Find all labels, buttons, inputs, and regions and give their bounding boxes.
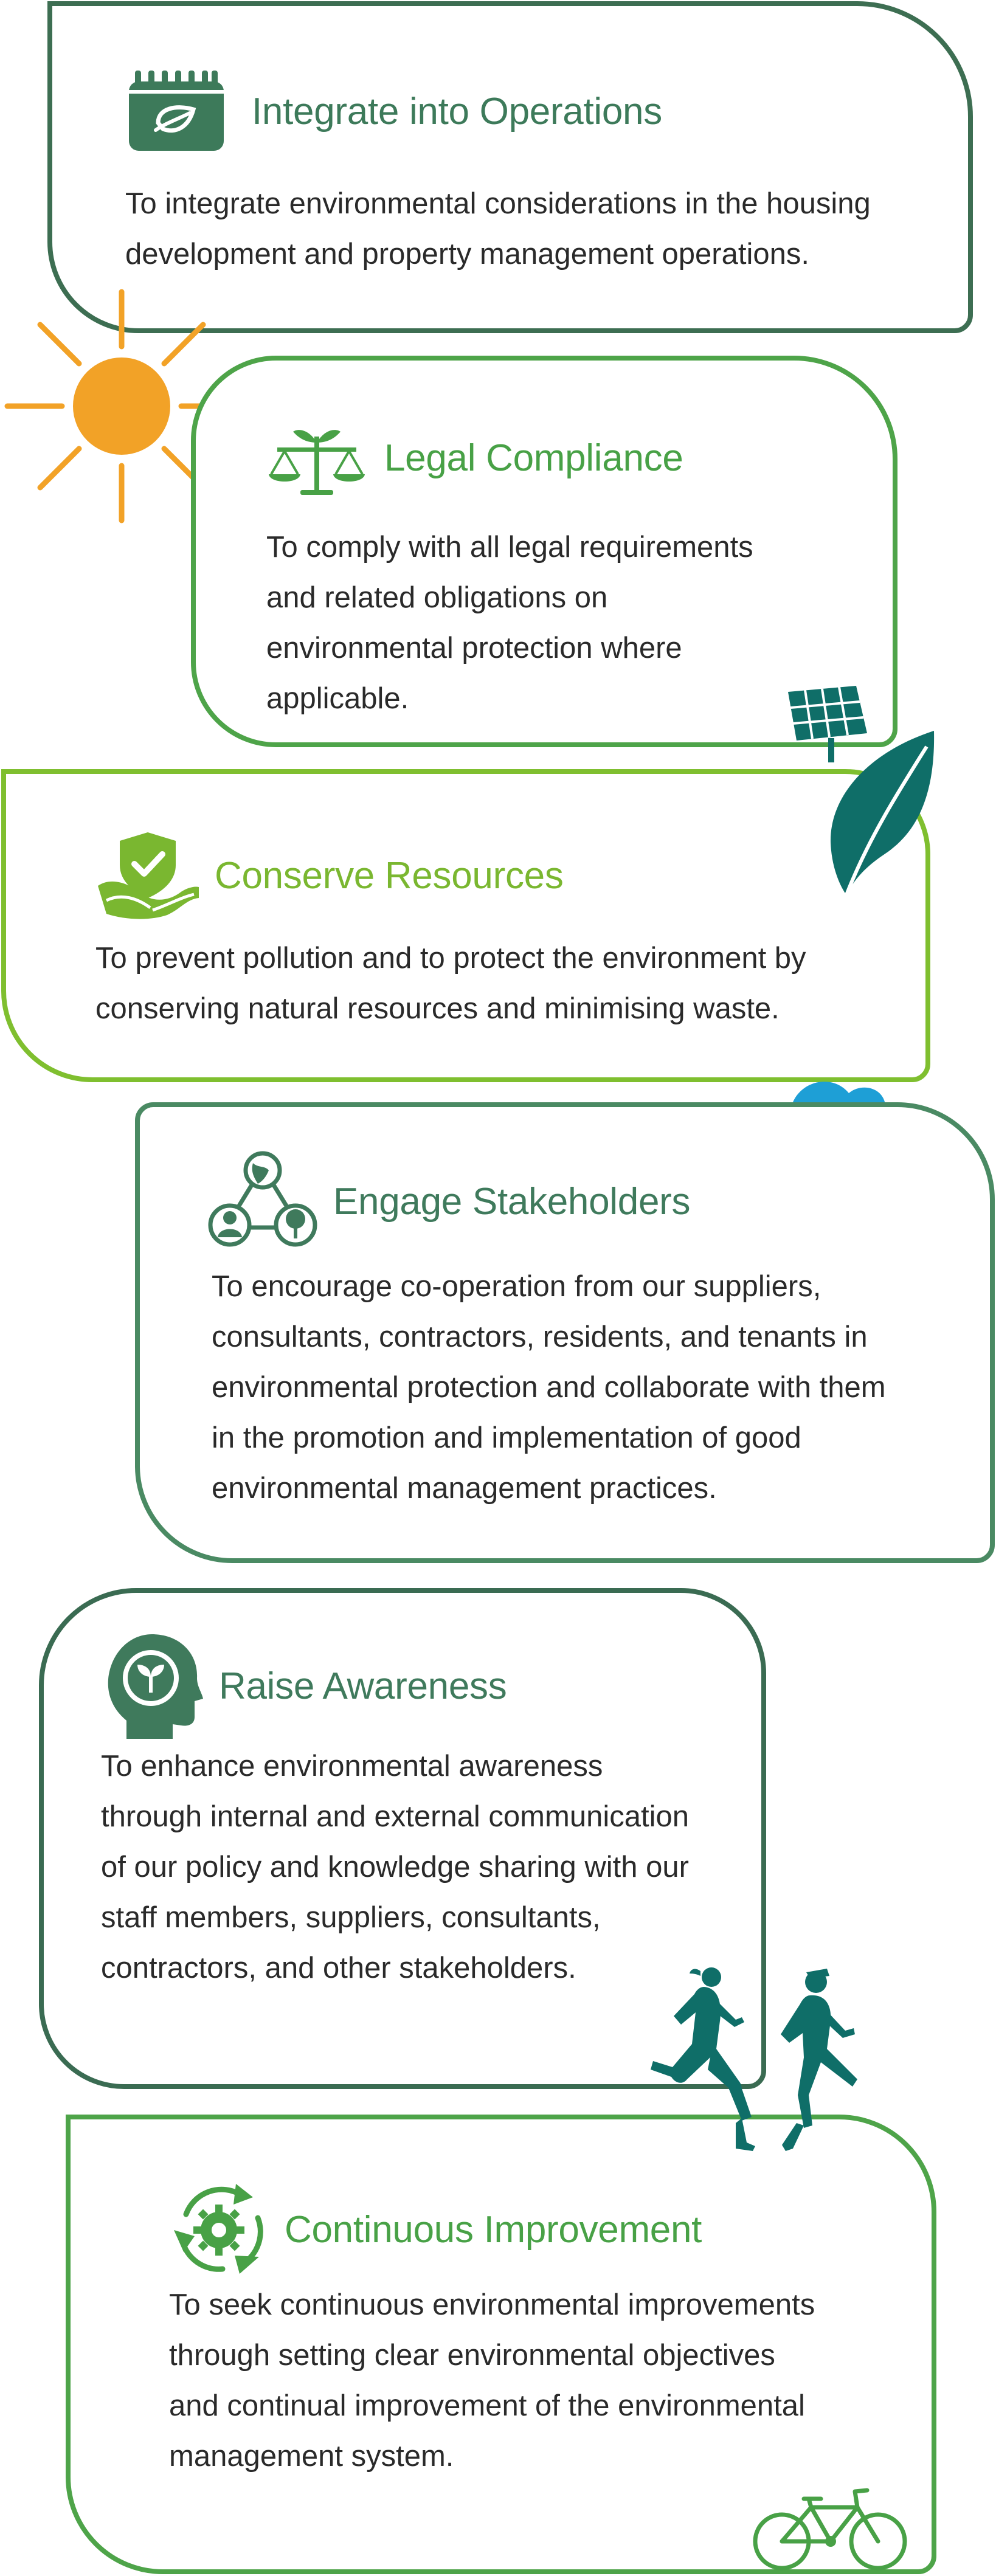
section-engage-stakeholders: Engage Stakeholders To encourage co-oper…	[135, 1102, 995, 1563]
description-line: To prevent pollution and to protect the …	[95, 942, 806, 975]
cycle-gear-icon	[174, 2184, 263, 2274]
section-legal-compliance: Legal Compliance To comply with all lega…	[191, 356, 897, 747]
scales-sprout-icon	[269, 430, 365, 495]
section-title: Conserve Resources	[215, 854, 564, 897]
section-title: Legal Compliance	[384, 437, 683, 479]
section-header: Engage Stakeholders	[208, 1150, 690, 1253]
section-header: Integrate into Operations	[126, 69, 662, 153]
section-header: Conserve Resources	[94, 830, 564, 921]
section-header: Legal Compliance	[266, 418, 683, 497]
section-description: To prevent pollution and to protect the …	[95, 933, 806, 1034]
calendar-leaf-icon	[129, 71, 224, 151]
section-description: To seek continuous environmental improve…	[169, 2280, 815, 2482]
section-description: To enhance environmental awareness throu…	[101, 1741, 689, 1994]
runners-icon	[651, 1967, 857, 2151]
head-sprout-icon	[108, 1634, 203, 1739]
description-line: To seek continuous environmental improve…	[169, 2288, 815, 2321]
description-line: conserving natural resources and minimis…	[95, 992, 780, 1025]
section-title: Integrate into Operations	[252, 90, 662, 133]
description-line: staff members, suppliers, consultants,	[101, 1901, 601, 1934]
description-line: and continual improvement of the environ…	[169, 2389, 805, 2422]
description-line: of our policy and knowledge sharing with…	[101, 1851, 689, 1884]
section-title: Raise Awareness	[219, 1665, 507, 1707]
description-line: environmental protection and collaborate…	[212, 1371, 886, 1404]
description-line: To encourage co-operation from our suppl…	[212, 1270, 821, 1303]
description-line: applicable.	[266, 682, 409, 715]
section-description: To encourage co-operation from our suppl…	[212, 1262, 886, 1514]
section-integrate-operations: Integrate into Operations To integrate e…	[47, 1, 973, 333]
people-network-icon	[208, 1151, 317, 1247]
description-line: management system.	[169, 2440, 454, 2473]
section-description: To integrate environmental consideration…	[125, 179, 871, 280]
section-title: Engage Stakeholders	[333, 1180, 691, 1223]
description-line: through setting clear environmental obje…	[169, 2339, 775, 2372]
section-title: Continuous Improvement	[285, 2208, 702, 2251]
description-line: consultants, contractors, residents, and…	[212, 1321, 868, 1353]
section-raise-awareness: Raise Awareness To enhance environmental…	[39, 1588, 766, 2089]
description-line: development and property management oper…	[125, 238, 809, 271]
description-line: To comply with all legal requirements	[266, 531, 753, 564]
section-conserve-resources: Conserve Resources To prevent pollution …	[1, 769, 930, 1082]
section-header: Continuous Improvement	[168, 2180, 702, 2279]
description-line: environmental protection where	[266, 632, 682, 665]
description-line: To integrate environmental consideration…	[125, 187, 871, 220]
description-line: in the promotion and implementation of g…	[212, 1421, 801, 1454]
description-line: and related obligations on	[266, 581, 608, 614]
bicycle-icon	[753, 2488, 907, 2571]
description-line: through internal and external communicat…	[101, 1800, 689, 1833]
shield-hands-icon	[98, 832, 199, 919]
section-continuous-improvement: Continuous Improvement To seek continuou…	[66, 2115, 936, 2574]
description-line: contractors, and other stakeholders.	[101, 1952, 576, 1984]
section-header: Raise Awareness	[106, 1632, 507, 1740]
description-line: environmental management practices.	[212, 1472, 717, 1505]
description-line: To enhance environmental awareness	[101, 1750, 603, 1783]
solar-panel-leaf-icon	[788, 686, 935, 896]
section-description: To comply with all legal requirements an…	[266, 522, 753, 724]
